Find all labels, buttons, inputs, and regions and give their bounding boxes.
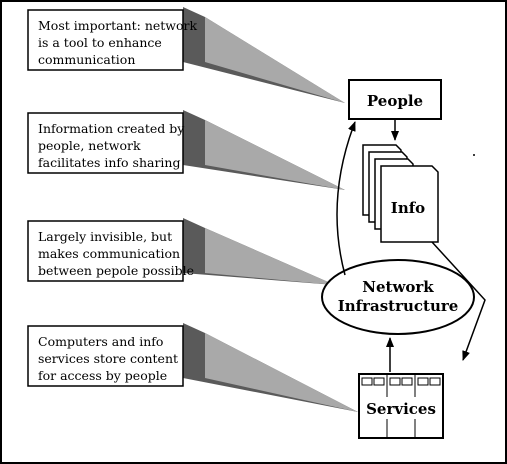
people-label: People (367, 92, 423, 110)
drive-bay-icon (429, 377, 441, 386)
callout-text-line: Largely invisible, but (38, 229, 172, 244)
services-label: Services (366, 400, 436, 418)
services-node: Services (358, 373, 444, 439)
drive-bay-icon (417, 377, 429, 386)
callout-text-line: communication (38, 52, 135, 67)
callout-infrastructure: Largely invisible, but makes communicati… (27, 218, 335, 285)
infrastructure-label-line: Network (362, 278, 434, 296)
callout-text-line: people, network (38, 138, 141, 153)
drive-bay-icon (389, 377, 401, 386)
callout-text-line: Computers and info (38, 334, 163, 349)
infrastructure-ellipse (321, 259, 475, 335)
people-node: People (348, 79, 442, 120)
network-infrastructure-node: Network Infrastructure (321, 259, 475, 335)
info-node: Info (362, 144, 439, 243)
callout-box (27, 220, 184, 282)
callout-box (27, 325, 184, 387)
drive-bay-icon (361, 377, 373, 386)
info-to-services-arrow (431, 241, 486, 361)
callout-box (27, 9, 184, 71)
info-page-front (380, 165, 439, 243)
callout-wedge-light (205, 333, 358, 412)
callout-info: Information created by people, network f… (27, 110, 345, 190)
callout-wedge-light (205, 120, 345, 190)
services-label-backing (364, 397, 438, 419)
callout-text-line: Most important: network (38, 18, 197, 33)
callout-box (27, 112, 184, 174)
infrastructure-to-people-arrow (336, 121, 356, 276)
callout-text-line: between pepole possible (38, 263, 194, 278)
callout-text-line: Information created by (38, 121, 185, 136)
info-label: Info (391, 199, 425, 217)
callout-services: Computers and info services store conten… (27, 323, 358, 412)
callout-text-line: for access by people (38, 368, 167, 383)
drive-bay-icon (401, 377, 413, 386)
people-box (348, 79, 442, 120)
callout-text-line: makes communication (38, 246, 180, 261)
callout-wedge-light (205, 228, 335, 285)
callout-text-line: services store content (38, 351, 178, 366)
callout-people: Most important: network is a tool to enh… (27, 7, 345, 103)
stray-dot (473, 154, 475, 156)
drive-bay-icon (373, 377, 385, 386)
callout-text-line: facilitates info sharing (38, 155, 180, 170)
callout-wedge-light (205, 17, 345, 103)
infrastructure-label-line: Infrastructure (338, 297, 459, 315)
callout-text-line: is a tool to enhance (38, 35, 162, 50)
